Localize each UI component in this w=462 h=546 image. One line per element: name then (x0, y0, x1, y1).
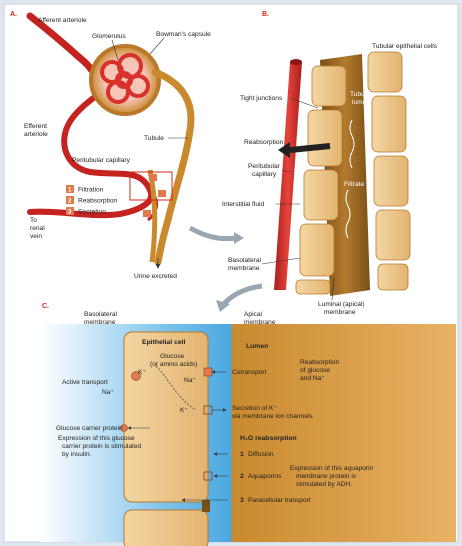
label-bowman: Bowman's capsule (156, 31, 211, 38)
label-tubular-epithelial: Tubular epithelial cells (372, 43, 438, 50)
label-tubule-lumen-1: Tubule (350, 91, 370, 98)
label-peritubular-1: Peritubular (248, 163, 281, 170)
panel-b-label: B. (262, 11, 269, 18)
label-luminal-1: Luminal (apical) (318, 301, 365, 308)
legend-label-3: Secretion (78, 209, 106, 216)
label-secretion-1: Secretion of K⁺ (232, 405, 277, 412)
tight-junction (202, 500, 210, 512)
label-to-renal-2: renal (30, 225, 45, 232)
label-note-aqua-2: membrane protein is (296, 473, 357, 480)
label-na-right: Na⁺ (184, 377, 196, 384)
marker-3 (143, 210, 151, 217)
label-h2o-title: H₂O reabsorption (240, 435, 297, 442)
label-basolateral-c-1: Basolateral (84, 311, 118, 318)
label-efferent-1: Efferent (24, 123, 47, 130)
label-luminal-2: membrane (324, 309, 356, 316)
label-na-left: Na⁺ (102, 389, 114, 396)
label-paracellular: Paracellular transport (248, 497, 311, 504)
label-glucose-1: Glucose (160, 353, 185, 360)
label-glomerulus: Glomerulus (92, 33, 126, 40)
cotransporter (204, 368, 212, 376)
label-note-glucose-1: Expression of this glucose (58, 435, 135, 442)
label-aquaporins: Aquaporins (248, 473, 282, 480)
label-to-renal-1: To (30, 217, 37, 224)
label-active-transport: Active transport (62, 379, 108, 386)
label-note-glucose-2: carrier protein is stimulated (62, 443, 141, 450)
label-peritubular-2: capillary (252, 171, 277, 178)
label-basolateral-1: Basolateral (228, 257, 262, 264)
label-epithelial-cell: Epithelial cell (142, 339, 186, 346)
label-reabsorption-1: Reabsorption (300, 359, 340, 366)
label-k-top: K⁺ (138, 369, 146, 376)
label-num-2: 2 (240, 473, 244, 480)
lower-epithelial-cell (124, 510, 208, 546)
label-k-mid: K⁺ (180, 407, 188, 414)
marker-1 (149, 174, 157, 181)
panel-c: C. Basolateral membrane Apical membrane … (40, 303, 456, 546)
label-tubule: Tubule (144, 135, 164, 142)
label-filtrate: Filtrate (344, 181, 364, 188)
label-basolateral-2: membrane (228, 265, 260, 272)
label-note-aqua-1: Expression of this aquaporin (290, 465, 374, 472)
label-diffusion: Diffusion (248, 451, 274, 458)
label-note-aqua-3: stimulated by ADH. (296, 481, 352, 488)
label-cotransport: Cotransport (232, 369, 267, 376)
label-tight-junctions: Tight junctions (240, 95, 283, 102)
label-glucose-2: (or amino acids) (150, 361, 197, 368)
capillary-opening (290, 59, 302, 65)
label-urine: Urine excreted (134, 273, 177, 280)
label-efferent-2: arteriole (24, 131, 48, 138)
label-num-3: 3 (240, 497, 244, 504)
reabsorption-arrow (290, 146, 330, 150)
label-glucose-carrier: Glucose carrier protein (56, 425, 123, 432)
label-apical-1: Apical (244, 311, 262, 318)
label-lumen: Lumen (246, 343, 268, 350)
label-reabsorption-2: of glucose (300, 367, 330, 374)
marker-2 (158, 190, 166, 197)
legend-num-2: 2 (68, 198, 72, 205)
label-apical-2: membrane (244, 319, 276, 326)
legend-label-2: Reabsorption (78, 198, 118, 205)
label-tubule-lumen-2: lumen (352, 99, 370, 106)
label-peritubular: Peritubular capillary (72, 157, 131, 164)
label-afferent: Afferent arteriole (38, 17, 87, 24)
legend-label-1: Filtration (78, 187, 104, 194)
label-to-renal-3: vein (30, 233, 42, 240)
label-reabsorption: Reabsorption (244, 139, 284, 146)
label-secretion-2: via membrane ion channels (232, 413, 313, 420)
legend-num-1: 1 (68, 187, 72, 194)
label-note-glucose-3: by insulin. (62, 451, 91, 458)
label-interstitial: Interstitial fluid (222, 201, 264, 208)
label-reabsorption-3: and Na⁺ (300, 375, 325, 382)
legend-num-3: 3 (68, 209, 72, 216)
label-num-1: 1 (240, 451, 244, 458)
panel-c-background (40, 324, 456, 542)
panel-c-label: C. (42, 303, 49, 310)
label-basolateral-c-2: membrane (84, 319, 116, 326)
panel-a-label: A. (10, 11, 17, 18)
